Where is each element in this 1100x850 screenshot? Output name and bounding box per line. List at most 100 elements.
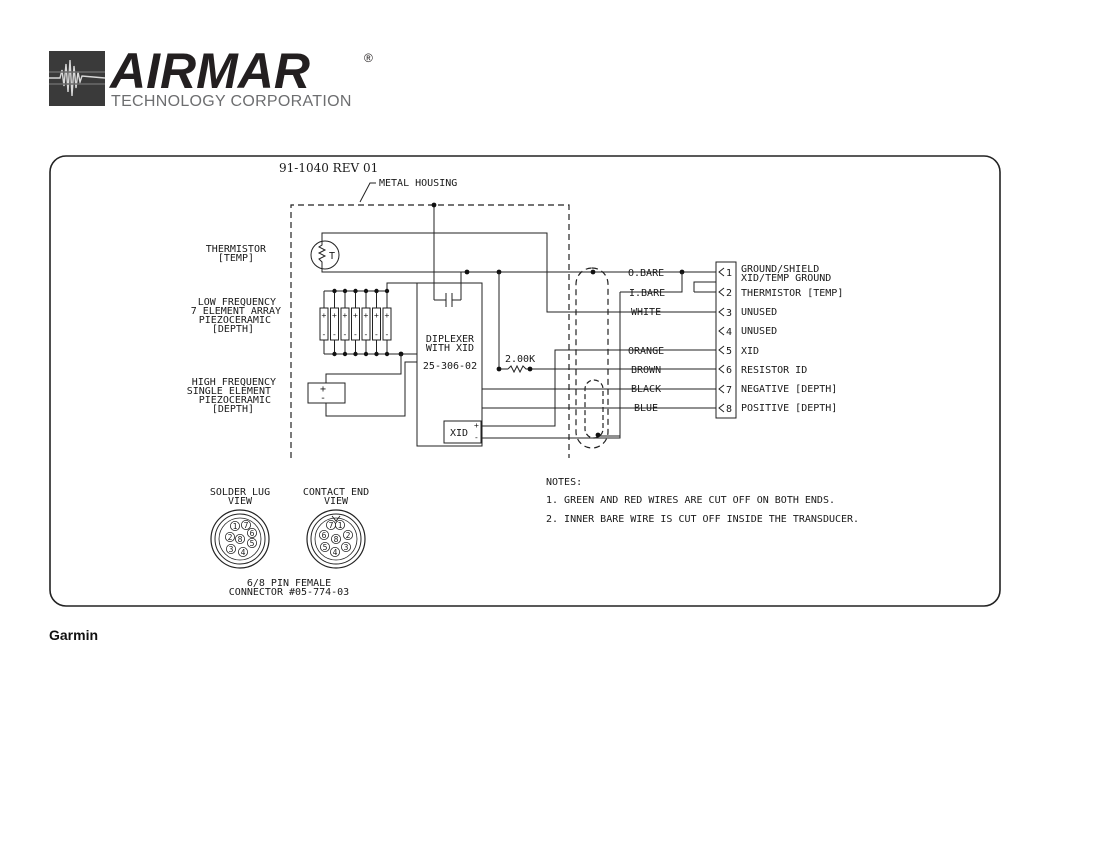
connector-pin-number: 2: [228, 533, 233, 542]
footer-label: Garmin: [49, 627, 98, 643]
notes-heading: NOTES:: [546, 477, 582, 488]
svg-text:+: +: [385, 311, 390, 320]
note-2: 2. INNER BARE WIRE IS CUT OFF INSIDE THE…: [546, 514, 859, 525]
low-freq-label-1: LOW FREQUENCY: [198, 297, 276, 308]
terminal-pin-2: 2: [718, 287, 732, 299]
logo-subtitle: TECHNOLOGY CORPORATION: [111, 93, 352, 110]
svg-text:-: -: [385, 330, 390, 339]
terminal-pin-number: 7: [726, 385, 732, 396]
array-elements: +-+-+-+-+-+-+-: [319, 288, 404, 357]
svg-text:-: -: [322, 330, 327, 339]
svg-text:+: +: [332, 311, 337, 320]
xid-box-label: XID: [450, 428, 468, 439]
svg-text:-: -: [353, 330, 358, 339]
part-number: 91-1040 REV 01: [279, 161, 378, 175]
connector-pin: 7: [240, 520, 251, 531]
diagram-frame: [49, 155, 1001, 607]
solder-view-label-1: SOLDER LUG: [210, 487, 270, 498]
high-freq-element-symbol: [307, 382, 346, 404]
thermistor-resistor-icon: [317, 242, 327, 268]
connector-pin: 3: [225, 544, 236, 555]
high-frequency-element: HIGH FREQUENCY SINGLE ELEMENT PIEZOCERAM…: [187, 354, 417, 417]
connector-caption-2: CONNECTOR #05-774-03: [229, 587, 349, 598]
pin6-function: RESISTOR ID: [741, 365, 807, 376]
svg-text:+: +: [364, 311, 369, 320]
high-freq-label-1: HIGH FREQUENCY: [192, 377, 276, 388]
connector-pin-number: 3: [344, 543, 349, 552]
terminal-pin-number: 8: [726, 404, 732, 415]
terminal-pin-number: 3: [726, 308, 732, 319]
xid-plus: +: [474, 421, 479, 430]
note-1: 1. GREEN AND RED WIRES ARE CUT OFF ON BO…: [546, 495, 835, 506]
pin5-function: XID: [741, 346, 759, 357]
array-top-bus: [324, 282, 417, 292]
airmar-logo: AIRMAR ® TECHNOLOGY CORPORATION: [49, 43, 373, 110]
resistor-junction-left: [496, 366, 502, 372]
svg-text:+: +: [343, 311, 348, 320]
high-freq-minus: -: [320, 393, 326, 404]
high-freq-label-4: [DEPTH]: [212, 404, 254, 415]
connector-pin: 5: [319, 542, 330, 553]
pin4-function: UNUSED: [741, 326, 777, 337]
connector-pin: 1: [229, 521, 240, 532]
connector-pin: 8: [330, 534, 341, 545]
solder-view-label-2: VIEW: [228, 496, 253, 507]
terminal-pin-4: 4: [718, 326, 732, 338]
pin8-function: POSITIVE [DEPTH]: [741, 403, 837, 414]
xid-minus-wire: [482, 292, 621, 439]
array-element-icon: +-: [372, 288, 381, 357]
connector-pin: 6: [318, 530, 329, 541]
high-freq-plus: +: [320, 384, 326, 395]
diplexer-label-1: DIPLEXER: [426, 334, 475, 345]
wire-label-black: BLACK: [631, 384, 661, 395]
logo-registered-mark: ®: [364, 51, 373, 65]
notes: NOTES: 1. GREEN AND RED WIRES ARE CUT OF…: [546, 477, 859, 525]
xid-plus-wire: [482, 349, 664, 427]
thermistor-symbol: [310, 240, 340, 270]
connector-caption-1: 6/8 PIN FEMALE: [247, 578, 331, 589]
connector-pin-number: 8: [334, 535, 339, 544]
array-element-icon: +-: [361, 288, 371, 357]
inner-cable-shield: [584, 379, 604, 439]
metal-housing-leader: [359, 182, 376, 203]
pin7-function: NEGATIVE [DEPTH]: [741, 384, 837, 395]
terminal-arrow-icon: [718, 345, 725, 355]
connector-pin: 6: [246, 528, 257, 539]
pin2-function: THERMISTOR [TEMP]: [741, 288, 843, 299]
terminal-pin-5: 5: [718, 345, 732, 357]
low-frequency-array: LOW FREQUENCY 7 ELEMENT ARRAY PIEZOCERAM…: [191, 282, 417, 357]
wire-label-orange: ORANGE: [628, 346, 664, 357]
i-bare-to-pin1: [662, 272, 683, 293]
thermistor-top-wire: [321, 232, 662, 313]
terminal-pin-number: 4: [726, 327, 732, 338]
metal-housing-label: METAL HOUSING: [379, 178, 457, 189]
terminal-arrow-icon: [718, 287, 725, 297]
high-freq-label-2: SINGLE ELEMENT: [187, 386, 271, 397]
wire-label-i-bare: I.BARE: [629, 288, 665, 299]
svg-text:-: -: [343, 330, 348, 339]
connector-pin-number: 1: [338, 521, 343, 530]
diplexer-part-number: 25-306-02: [423, 361, 477, 372]
pin2-stub: [693, 281, 716, 293]
pin1-function-line2: XID/TEMP GROUND: [741, 273, 831, 284]
connector-pin: 8: [234, 534, 245, 545]
terminal-pin-number: 1: [726, 268, 732, 279]
wire-label-o-bare: O.BARE: [628, 268, 664, 279]
connector-pin: 5: [246, 538, 257, 549]
terminal-pin-number: 5: [726, 346, 732, 357]
contact-view-label-2: VIEW: [324, 496, 349, 507]
diplexer-capacitor-icon: [434, 293, 461, 307]
contact-key-icon: [331, 515, 341, 522]
array-element-icon: +-: [330, 288, 339, 357]
resistor-label: 2.00K: [505, 354, 535, 365]
inner-bare-junction: [595, 432, 601, 438]
diplexer-label-2: WITH XID: [426, 343, 474, 354]
high-freq-label-3: PIEZOCERAMIC: [199, 395, 271, 406]
terminal-arrow-icon: [718, 267, 725, 277]
pin1-function-line1: GROUND/SHIELD: [741, 264, 819, 275]
high-freq-top-wire: [325, 354, 402, 383]
logo-wave-icon: [49, 59, 106, 97]
terminal-pin-7: 7: [718, 384, 732, 396]
